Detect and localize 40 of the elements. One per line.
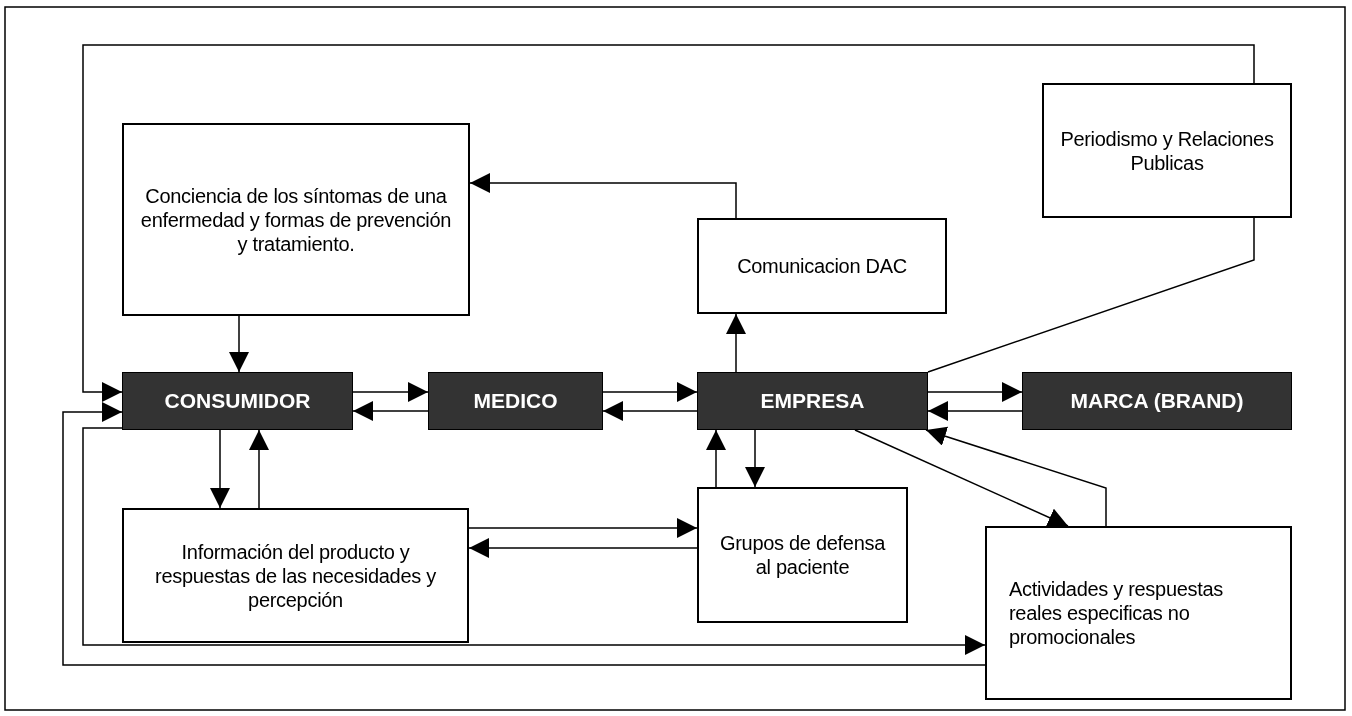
arrow xyxy=(82,44,1255,402)
entity-box xyxy=(122,372,353,430)
arrow xyxy=(854,429,1069,527)
box-label: Grupos de defensa al paciente xyxy=(719,531,887,579)
text-box xyxy=(122,123,470,316)
arrow xyxy=(469,173,737,219)
arrow xyxy=(210,429,230,509)
text-box xyxy=(985,526,1292,700)
text-box xyxy=(122,508,469,643)
entity-box xyxy=(428,372,603,430)
box-label: CONSUMIDOR xyxy=(164,388,311,414)
arrow xyxy=(602,382,698,402)
arrow xyxy=(352,382,429,402)
arrow xyxy=(927,382,1023,402)
box-label: MARCA (BRAND) xyxy=(1070,388,1244,414)
box-label: Periodismo y Relaciones Publicas xyxy=(1059,126,1275,175)
arrow xyxy=(62,402,986,666)
arrow xyxy=(82,427,986,655)
arrow xyxy=(745,429,765,488)
arrow xyxy=(927,401,1023,421)
arrow xyxy=(602,401,698,421)
arrow xyxy=(229,315,249,373)
box-label: Comunicacion DAC xyxy=(737,254,907,278)
arrow xyxy=(468,538,698,558)
arrow xyxy=(468,518,698,538)
text-box xyxy=(1042,83,1292,218)
entity-box xyxy=(697,372,928,430)
arrow xyxy=(249,429,269,509)
text-box xyxy=(697,218,947,314)
box-label: MEDICO xyxy=(473,388,558,414)
text-box xyxy=(697,487,908,623)
arrow xyxy=(352,401,429,421)
box-label: EMPRESA xyxy=(760,388,865,414)
box-label: Actividades y respuestas reales especificas no promocionales xyxy=(1008,577,1225,649)
arrow xyxy=(925,426,1107,527)
arrow xyxy=(726,313,746,373)
box-label: Información del producto y respuestas de las necesidades y percepción xyxy=(154,539,437,612)
arrow xyxy=(706,429,726,488)
entity-box xyxy=(1022,372,1292,430)
box-label: Conciencia de los síntomas de una enfermedad y formas de prevención y tratamiento. xyxy=(139,183,453,256)
